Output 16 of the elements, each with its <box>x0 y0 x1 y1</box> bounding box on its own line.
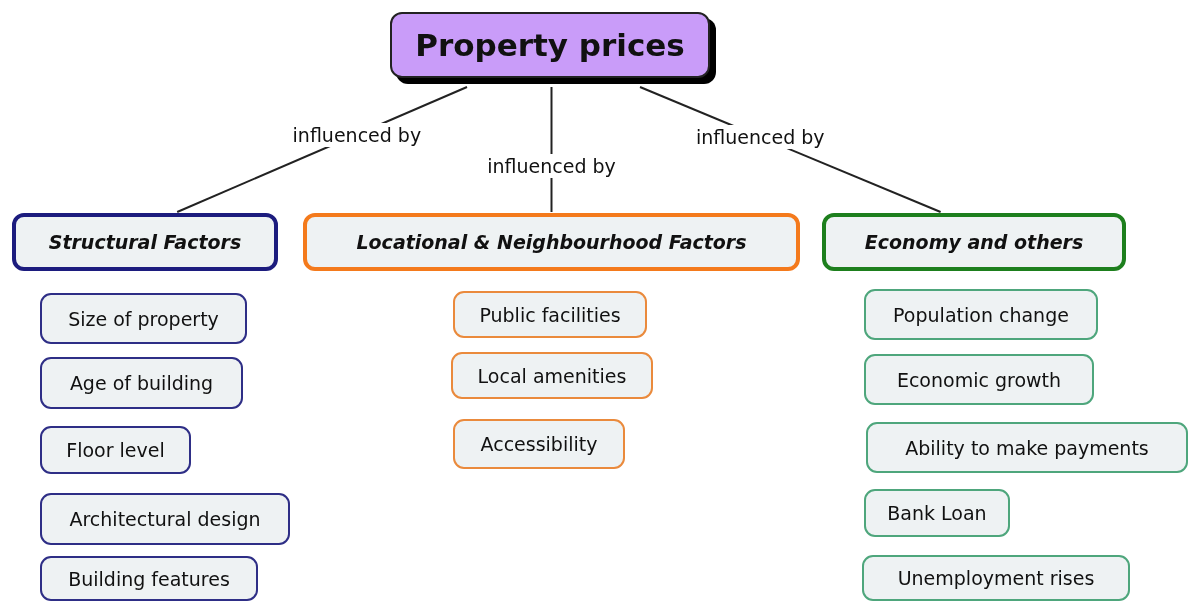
category-box: Locational & Neighbourhood Factors <box>303 213 800 271</box>
factor-box: Accessibility <box>453 419 625 469</box>
factor-box: Bank Loan <box>864 489 1010 537</box>
factor-box: Architectural design <box>40 493 290 545</box>
category-box: Structural Factors <box>12 213 278 271</box>
factor-box: Population change <box>864 289 1098 340</box>
factor-box: Age of building <box>40 357 243 409</box>
factor-box: Unemployment rises <box>862 555 1130 601</box>
factor-box: Economic growth <box>864 354 1094 405</box>
factor-box: Ability to make payments <box>866 422 1188 473</box>
factor-box: Size of property <box>40 293 247 344</box>
factor-box: Building features <box>40 556 258 601</box>
factor-box: Floor level <box>40 426 191 474</box>
factor-box: Local amenities <box>451 352 653 399</box>
factor-box: Public facilities <box>453 291 647 338</box>
category-box: Economy and others <box>822 213 1126 271</box>
